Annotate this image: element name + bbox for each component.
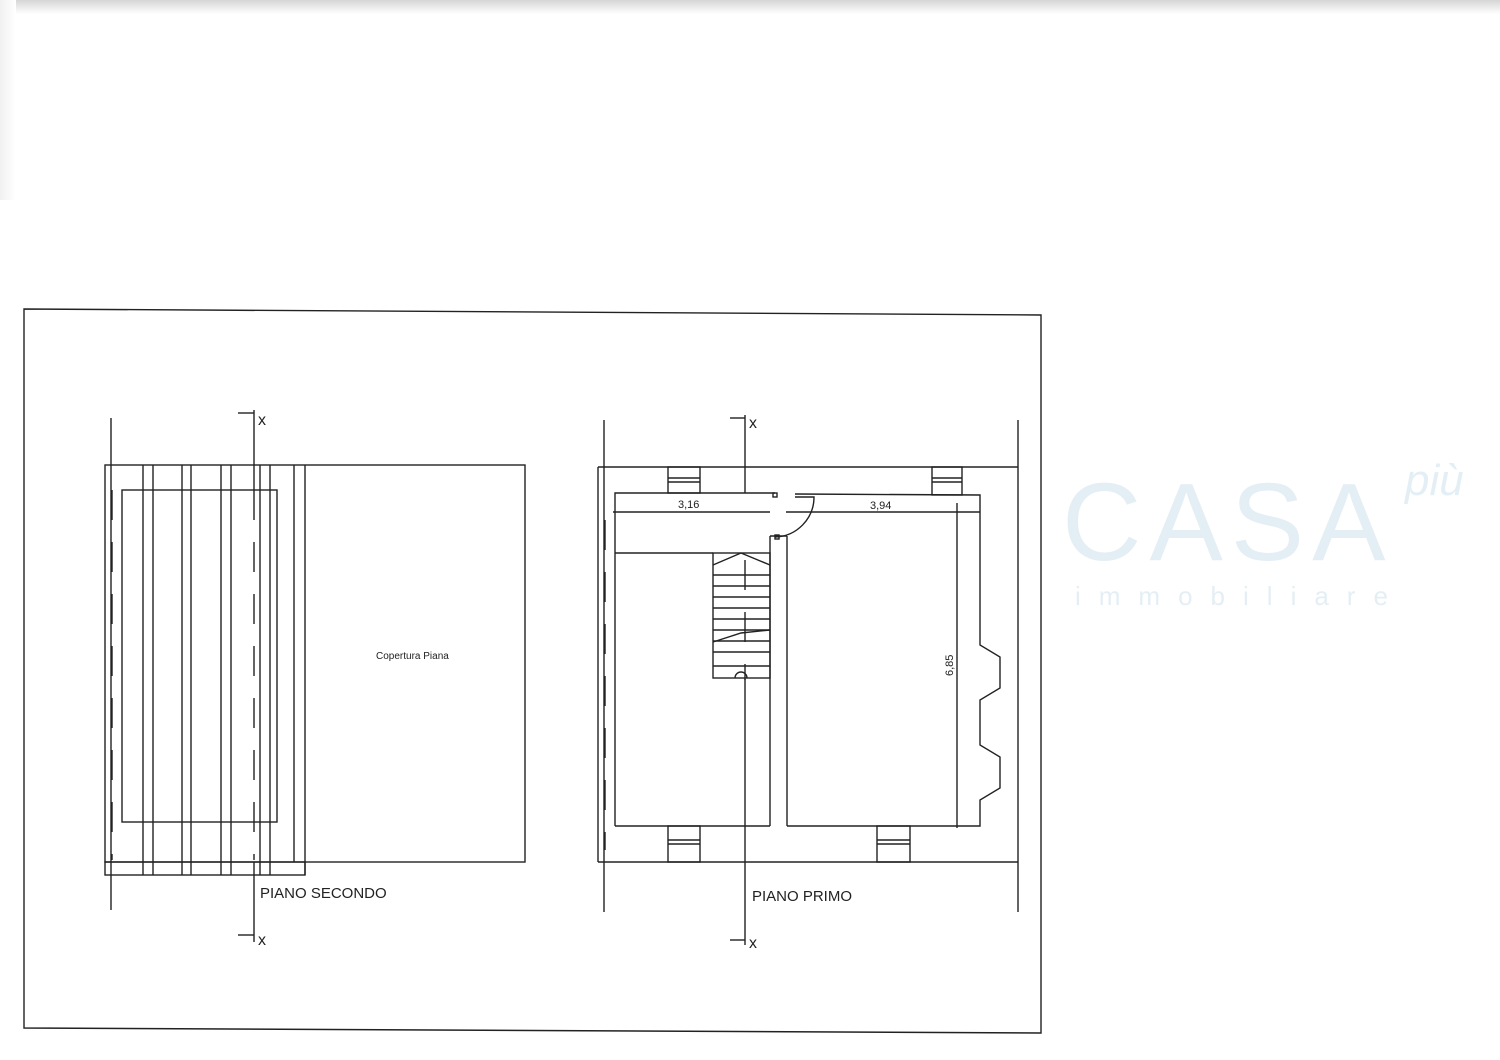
dimension-left-width: 3,16 (678, 499, 699, 511)
drawing-line (931, 466, 963, 496)
section-line-x: x x (730, 415, 757, 952)
section-marker-top: x (258, 412, 266, 429)
roof-lines (142, 465, 306, 875)
watermark-brand: CASA (1062, 461, 1394, 584)
drawing-line (712, 552, 771, 679)
drawing-line (667, 466, 701, 494)
drawing-line (787, 640, 1001, 827)
section-line-x: x x (238, 410, 266, 949)
section-marker-bottom: x (749, 935, 757, 952)
section-marker-bottom: x (258, 932, 266, 949)
dimension-right-width: 3,94 (870, 500, 891, 512)
drawing-line (772, 492, 778, 498)
dimension-lines: 3,16 3,94 6,85 (613, 499, 980, 828)
watermark-tagline: immobiliare (1075, 581, 1406, 611)
watermark-brand-suffix: più (1403, 456, 1464, 505)
drawing-line (712, 552, 771, 566)
drawing-frame (23, 308, 1042, 1034)
drawing-line (774, 534, 780, 540)
plan-piano-primo: 3,16 3,94 6,85 x x PIANO PRIMO (597, 415, 1019, 952)
plan-piano-secondo: x x Copertura Piana PIANO SECONDO (104, 410, 526, 949)
drawing-line (104, 861, 306, 876)
plan-title: PIANO SECONDO (260, 885, 387, 902)
scan-shadow-left (0, 0, 16, 200)
windows (667, 466, 963, 863)
room-label: Copertura Piana (376, 651, 449, 662)
scan-shadow (0, 0, 1500, 14)
section-marker-top: x (749, 415, 757, 432)
door-swing (774, 496, 815, 538)
staircase (712, 552, 771, 679)
drawing-line (734, 671, 748, 679)
drawing-line (794, 493, 981, 640)
plan-title: PIANO PRIMO (752, 888, 852, 905)
drawing-line (614, 492, 775, 826)
roof-outline (104, 464, 526, 863)
drawing-line (712, 629, 771, 643)
dimension-depth: 6,85 (944, 655, 956, 676)
watermark-logo: CASA più immobiliare (1062, 456, 1464, 611)
drawing-line (121, 489, 278, 823)
